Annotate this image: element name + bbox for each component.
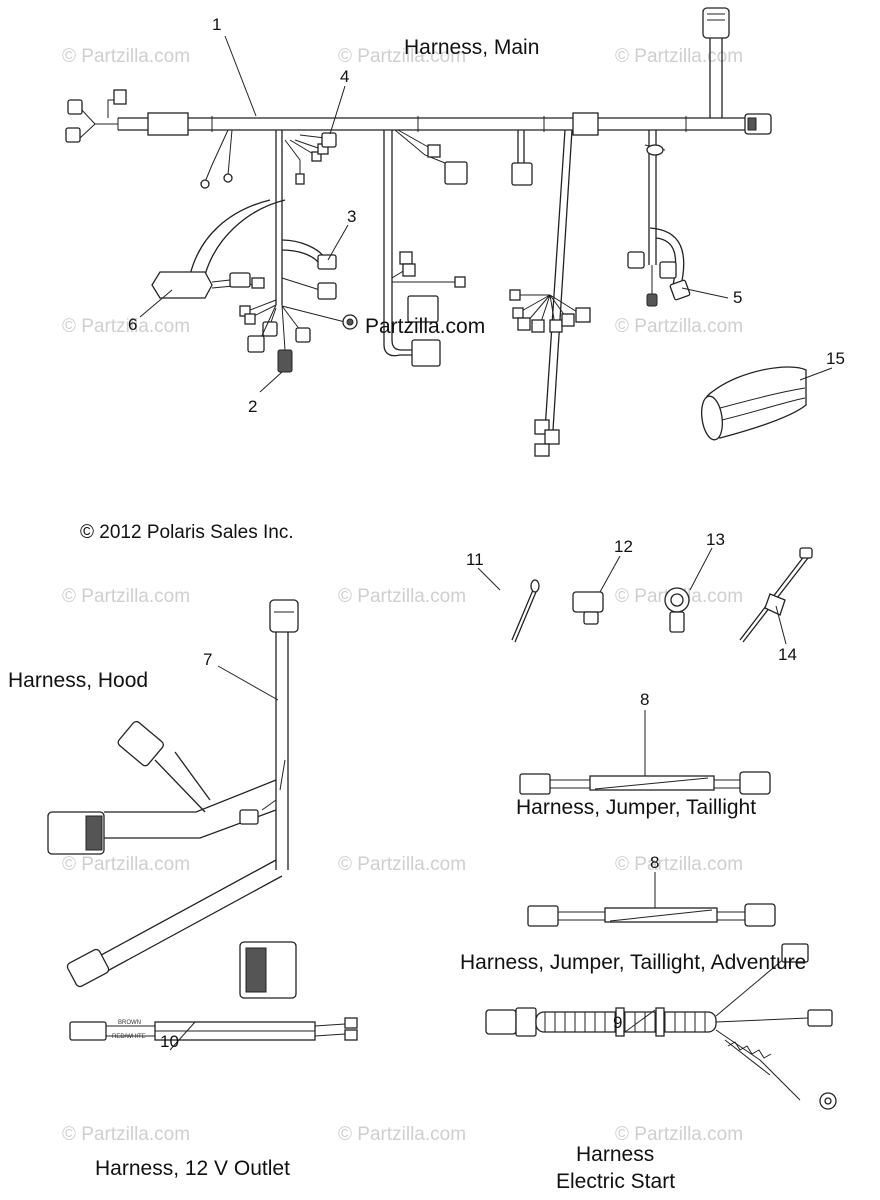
watermark: © Partzilla.com [338,854,466,875]
hood-harness [47,599,299,999]
watermark: © Partzilla.com [615,316,743,337]
watermark: © Partzilla.com [62,316,190,337]
callout-5: 5 [733,288,742,307]
watermark: © Partzilla.com [338,1124,466,1145]
callout-8b: 8 [650,853,659,872]
callout-15: 15 [826,349,845,368]
jumper-taillight-title: Harness, Jumper, Taillight [516,796,756,819]
callout-7: 7 [203,650,212,669]
watermark: © Partzilla.com [338,46,466,67]
callout-14: 14 [778,645,797,664]
hood-harness-title: Harness, Hood [8,669,148,692]
leader-lines [139,35,833,1051]
callout-1: 1 [212,15,221,34]
copyright-notice: © 2012 Polaris Sales Inc. [80,522,294,543]
outlet-harness: BROWN RED/WHITE [69,1017,358,1041]
callout-10: 10 [160,1032,179,1051]
watermark: © Partzilla.com [62,586,190,607]
callout-2: 2 [248,397,257,416]
callout-3: 3 [347,207,356,226]
outlet-harness-title: Harness, 12 V Outlet [95,1157,290,1180]
main-harness-title: Harness, Main [404,36,539,59]
callout-12: 12 [614,537,633,556]
watermark: © Partzilla.com [338,586,466,607]
callout-4: 4 [340,67,349,86]
watermark: © Partzilla.com [615,46,743,67]
conduit-sleeve-15 [700,366,807,441]
callout-13: 13 [706,530,725,549]
watermark: © Partzilla.com [62,1124,190,1145]
section-titles: Harness, Main Harness, Hood Harness, Jum… [8,36,806,1193]
callout-6: 6 [128,315,137,334]
callout-9: 9 [613,1013,622,1032]
red-white-wire-label: RED/WHITE [112,1034,146,1040]
watermark: © Partzilla.com [615,1124,743,1145]
brown-wire-label: BROWN [118,1020,141,1026]
inline-watermark: Partzilla.com [365,315,485,338]
main-harness [65,7,772,457]
electric-start-harness [485,943,837,1110]
jumper-taillight-adventure-title: Harness, Jumper, Taillight, Adventure [460,951,806,974]
callout-numbers: 1 2 3 4 5 6 7 8 8 9 10 11 12 13 14 15 [128,15,845,1051]
electric-start-title-line2: Electric Start [556,1170,675,1193]
ties-and-clips [511,547,813,643]
jumper-taillight-harness [519,771,771,795]
callout-11: 11 [466,550,484,569]
callout-8a: 8 [640,690,649,709]
watermark: © Partzilla.com [615,854,743,875]
watermark: © Partzilla.com [62,854,190,875]
watermark: © Partzilla.com [62,46,190,67]
jumper-taillight-adventure-harness [527,903,776,927]
electric-start-title-line1: Harness [576,1143,654,1166]
watermarks: © Partzilla.com © Partzilla.com © Partzi… [62,46,743,1145]
